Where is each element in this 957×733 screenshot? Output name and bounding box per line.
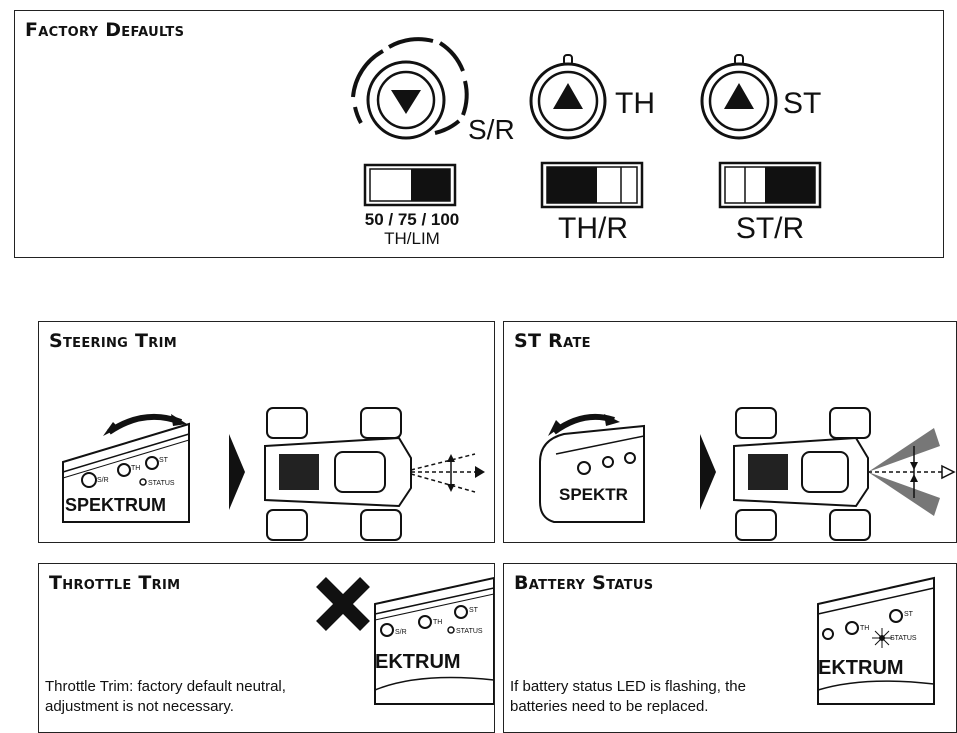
pointer-arrow-icon	[229, 434, 245, 510]
st-rate-title: ST Rate	[514, 330, 591, 352]
transmitter-icon: S/R TH ST STATUS SPEKTRUM	[62, 413, 190, 523]
steering-trim-illustration: S/R TH ST STATUS SPEKTRUM	[62, 407, 485, 541]
thr-label: TH/R	[558, 212, 628, 245]
spektrum-logo: SPEKTRUM	[65, 495, 166, 515]
tx-th-label: TH	[860, 625, 869, 632]
tx-st-label: ST	[469, 607, 479, 614]
caption-line: Throttle Trim: factory default neutral,	[45, 678, 286, 695]
tx-status-label: STATUS	[890, 635, 917, 642]
str-label: ST/R	[736, 212, 804, 245]
tx-sr-label: S/R	[97, 477, 109, 484]
caption-line: batteries need to be replaced.	[510, 698, 709, 715]
throttle-trim-illustration: S/R TH ST STATUS EKTRUM	[316, 576, 494, 705]
spektrum-logo: EKTRUM	[375, 651, 461, 673]
battery-status-caption: If battery status LED is flashing, the b…	[510, 677, 746, 717]
steering-trim-title: Steering Trim	[49, 330, 177, 352]
str-switch-icon	[718, 161, 822, 209]
thr-switch-icon	[540, 161, 644, 209]
st-label: ST	[783, 87, 821, 120]
th-knob-icon	[529, 54, 607, 140]
status-led-flash-icon	[872, 628, 892, 648]
steering-trim-panel: Steering Trim S/R TH ST STATUS SPEKTRUM	[38, 321, 495, 543]
pointer-arrow-icon	[700, 434, 716, 510]
spektrum-logo: EKTRUM	[818, 657, 904, 679]
battery-status-title: Battery Status	[514, 572, 654, 594]
battery-status-panel: Battery Status TH ST STATUS EKTRUM If ba…	[503, 563, 957, 733]
caption-line: adjustment is not necessary.	[45, 698, 234, 715]
transmitter-icon: TH ST STATUS EKTRUM	[817, 576, 935, 705]
tx-sr-label: S/R	[395, 629, 407, 636]
transmitter-icon: SPEKTR	[539, 413, 645, 523]
thlim-values: 50 / 75 / 100	[365, 210, 460, 229]
throttle-trim-title: Throttle Trim	[49, 572, 181, 594]
truck-top-view-icon	[733, 407, 956, 541]
tx-th-label: TH	[131, 465, 140, 472]
st-rate-illustration: SPEKTR	[539, 407, 956, 541]
battery-status-illustration: TH ST STATUS EKTRUM	[817, 576, 935, 705]
close-icon	[316, 577, 370, 631]
thlim-label: TH/LIM	[384, 229, 440, 248]
tx-th-label: TH	[433, 619, 442, 626]
factory-defaults-illustration: S/R TH ST 50 / 75 / 100 TH/LIM	[351, 37, 822, 248]
truck-top-view-icon	[264, 407, 485, 541]
caption-line: If battery status LED is flashing, the	[510, 678, 746, 695]
th-label: TH	[615, 87, 655, 120]
sr-label: S/R	[468, 114, 515, 145]
st-rate-panel: ST Rate SPEKTR	[503, 321, 957, 543]
tx-st-label: ST	[904, 611, 914, 618]
factory-defaults-title: Factory Defaults	[25, 19, 185, 41]
tx-status-label: STATUS	[456, 628, 483, 635]
throttle-trim-panel: Throttle Trim S/R TH ST STATUS EKTRUM Th…	[38, 563, 495, 733]
tx-status-label: STATUS	[148, 480, 175, 487]
thlim-switch-icon	[363, 163, 457, 207]
tx-st-label: ST	[159, 457, 169, 464]
transmitter-icon: S/R TH ST STATUS EKTRUM	[374, 576, 494, 705]
sr-knob-icon	[351, 37, 469, 140]
throttle-trim-caption: Throttle Trim: factory default neutral, …	[45, 677, 286, 717]
spektrum-logo: SPEKTR	[559, 485, 628, 504]
factory-defaults-panel: Factory Defaults S/R TH	[14, 10, 944, 258]
st-knob-icon	[700, 54, 778, 140]
